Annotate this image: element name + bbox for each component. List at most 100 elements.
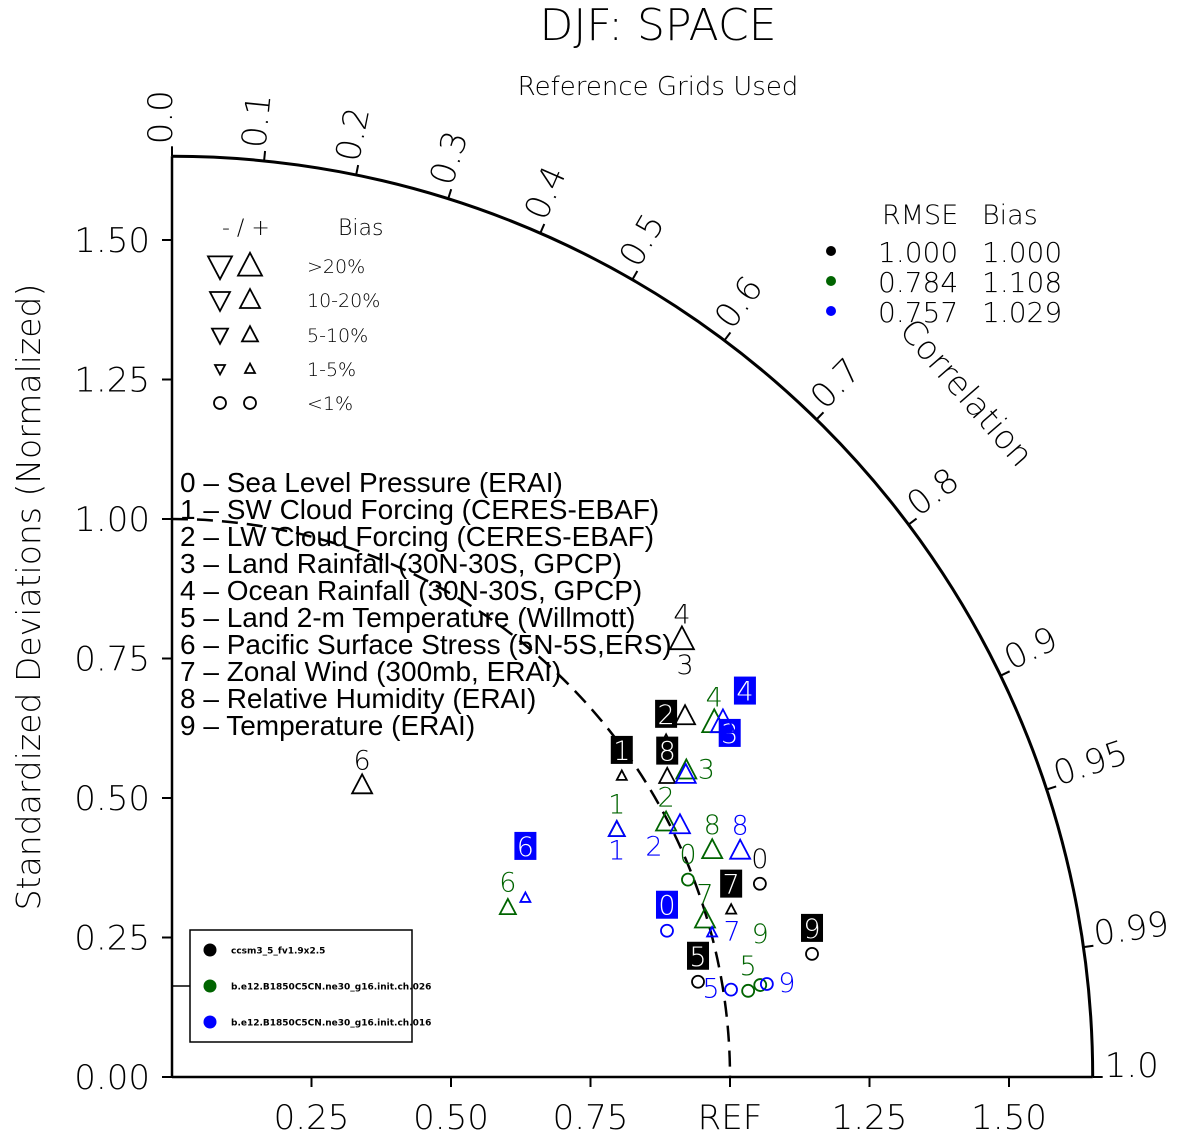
y-tick-label: 1.50 <box>74 221 150 261</box>
data-point-label: 0 <box>658 891 675 922</box>
correlation-tick-label: 0.6 <box>707 269 771 336</box>
data-point: 9 <box>759 968 795 999</box>
data-point-label: 3 <box>721 719 738 750</box>
data-point: 8 <box>728 811 752 860</box>
correlation-tick <box>1000 670 1011 677</box>
data-point: 8 <box>700 810 724 860</box>
chart-subtitle: Reference Grids Used <box>518 72 799 102</box>
correlation-tick-label: 0.1 <box>234 92 279 150</box>
data-point-marker <box>709 707 737 734</box>
x-tick-label: 0.25 <box>274 1098 350 1135</box>
triangle-up-icon <box>243 361 257 374</box>
data-point-label: 2 <box>657 783 674 814</box>
data-point: 6 <box>498 868 518 916</box>
data-point-label-box <box>610 735 633 764</box>
x-tick-label: 1.25 <box>832 1098 908 1135</box>
data-point: 1 <box>610 735 633 781</box>
data-point: 2 <box>645 812 692 862</box>
data-point-marker <box>673 703 697 726</box>
triangle-down-icon <box>210 327 230 346</box>
case-color-dot-icon <box>203 979 217 993</box>
correlation-tick <box>907 517 918 526</box>
data-point-label: 3 <box>676 650 693 681</box>
correlation-tick-label: 0.99 <box>1091 904 1172 954</box>
data-point-marker <box>654 809 678 832</box>
bias-legend-header: Bias <box>338 216 383 241</box>
data-point: 4 <box>668 600 696 651</box>
data-point: 0 <box>655 890 678 938</box>
series-dot-icon <box>826 246 836 256</box>
case-name: b.e12.B1850C5CN.ne30_g16.init.ch.026 <box>231 983 431 993</box>
data-point-label: 5 <box>740 951 757 982</box>
data-point: 3 <box>673 650 697 726</box>
data-point-label: 7 <box>696 879 713 910</box>
data-point: 6 <box>514 831 537 903</box>
y-tick-label: 1.25 <box>74 361 150 401</box>
data-point-label: 8 <box>659 737 676 768</box>
data-point: 2 <box>655 699 678 745</box>
data-point-label-box <box>656 736 679 765</box>
case-name: b.e12.B1850C5CN.ne30_g16.init.ch.016 <box>231 1019 431 1029</box>
circle-icon <box>243 396 257 410</box>
data-point-label: 9 <box>803 914 820 945</box>
data-point: 3 <box>674 754 715 785</box>
triangle-down-icon <box>206 255 234 282</box>
variable-list-item: 6 – Pacific Surface Stress (5N-5S,ERS) <box>180 629 672 660</box>
variable-list-item: 2 – LW Cloud Forcing (CERES-EBAF) <box>180 521 654 552</box>
triangle-down-icon <box>213 364 227 377</box>
data-point-marker <box>607 818 627 838</box>
bias-legend-label: <1% <box>307 393 353 415</box>
series-dot-icon <box>826 306 836 316</box>
data-point-label: 1 <box>613 736 630 767</box>
data-point-label: 4 <box>706 683 723 714</box>
data-point-marker <box>753 978 768 992</box>
data-point: 8 <box>656 736 679 784</box>
data-point: 7 <box>693 879 717 929</box>
data-point: 0 <box>679 840 697 887</box>
case-name: ccsm3_5_fv1.9x2.5 <box>231 947 325 957</box>
x-tick-label: 0.75 <box>553 1098 629 1135</box>
data-point-label: 8 <box>732 811 749 842</box>
circle-icon <box>213 396 227 410</box>
correlation-tick <box>1083 944 1094 949</box>
data-point: 2 <box>654 783 678 832</box>
data-point-marker <box>705 925 719 938</box>
correlation-tick <box>1046 785 1057 791</box>
data-point-marker <box>752 876 767 891</box>
data-point-marker <box>668 812 692 835</box>
bias-legend-sign: - / + <box>222 216 270 241</box>
data-point: 5 <box>702 974 738 1005</box>
data-point-label: 2 <box>657 700 674 731</box>
data-point-label: 4 <box>673 600 690 631</box>
data-point-label: 6 <box>499 868 516 899</box>
correlation-arc <box>171 154 1095 1078</box>
data-point-label: 4 <box>736 677 753 708</box>
data-point-marker <box>498 897 518 916</box>
data-point-label: 8 <box>704 810 721 841</box>
correlation-tick <box>355 164 360 176</box>
data-point-label-box <box>801 913 824 942</box>
triangle-down-icon <box>208 291 232 313</box>
y-tick-label: 0.25 <box>74 919 150 959</box>
correlation-tick-label: 0.4 <box>517 160 575 226</box>
data-point-marker <box>759 977 774 991</box>
data-point-marker <box>660 923 674 938</box>
data-point-label: 1 <box>608 836 625 867</box>
case-legend: ccsm3_5_fv1.9x2.5 b.e12.B1850C5CN.ne30_g1… <box>172 929 431 1043</box>
data-point-label: 6 <box>354 745 371 776</box>
data-point-label: 7 <box>723 870 740 901</box>
rmse-value: 1.000 <box>878 236 958 269</box>
rmse-value: 0.757 <box>878 296 958 329</box>
stats-header-bias: Bias <box>982 200 1038 231</box>
data-point-marker <box>674 761 698 784</box>
correlation-tick-label: 0.95 <box>1048 733 1132 795</box>
variable-list-item: 7 – Zonal Wind (300mb, ERAI) <box>180 656 561 687</box>
data-point-marker <box>693 906 717 929</box>
data-point-label: 0 <box>751 844 768 875</box>
correlation-tick-label: 0.7 <box>803 351 869 418</box>
data-point-marker <box>657 765 677 784</box>
variable-list-item: 9 – Temperature (ERAI) <box>180 710 475 741</box>
y-tick-label: 1.00 <box>74 500 150 540</box>
data-point-marker <box>700 837 724 860</box>
